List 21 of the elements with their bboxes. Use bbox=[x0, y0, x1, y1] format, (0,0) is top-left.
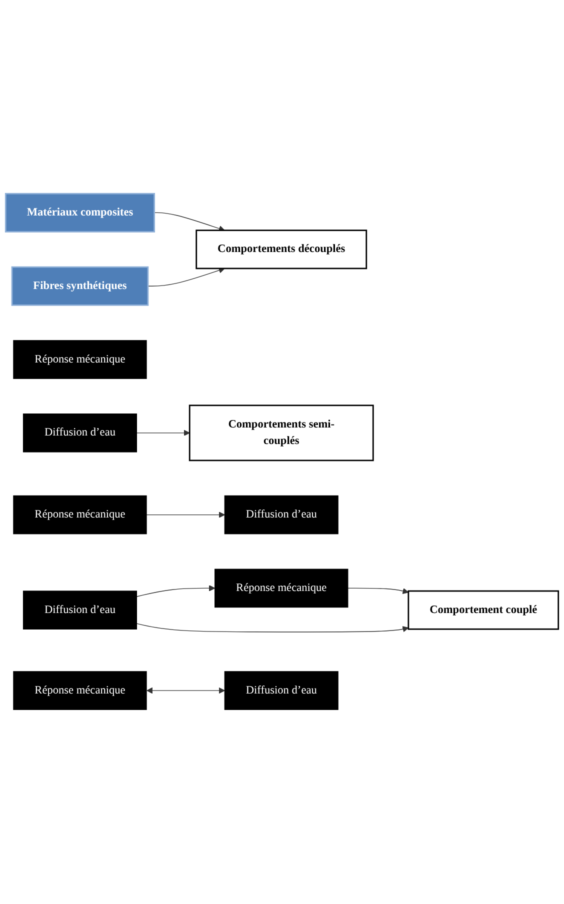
node-box: Réponse mécanique bbox=[13, 496, 147, 535]
arrow bbox=[136, 585, 216, 598]
node-box: Réponse mécanique bbox=[13, 672, 147, 710]
arrow bbox=[154, 212, 225, 232]
node-box: Diffusion d’eau bbox=[224, 672, 338, 710]
arrow bbox=[146, 512, 225, 518]
arrow bbox=[136, 430, 190, 436]
node-box: Diffusion d’eau bbox=[22, 414, 137, 453]
node-box: Fibres synthétiques bbox=[11, 266, 149, 306]
node-box: Diffusion d’eau bbox=[22, 591, 137, 630]
node-box: Diffusion d’eau bbox=[224, 496, 338, 535]
node-box: Comportement couplé bbox=[408, 590, 560, 630]
node-box: Comportements découplés bbox=[196, 230, 368, 270]
node-box: Comportements semi-couplés bbox=[188, 405, 374, 462]
arrow bbox=[348, 588, 409, 594]
node-box: Matériaux composites bbox=[4, 193, 156, 233]
arrow bbox=[148, 268, 225, 287]
arrow bbox=[146, 688, 225, 694]
arrow bbox=[136, 624, 409, 633]
node-box: Réponse mécanique bbox=[13, 340, 147, 380]
node-box: Réponse mécanique bbox=[214, 569, 348, 608]
